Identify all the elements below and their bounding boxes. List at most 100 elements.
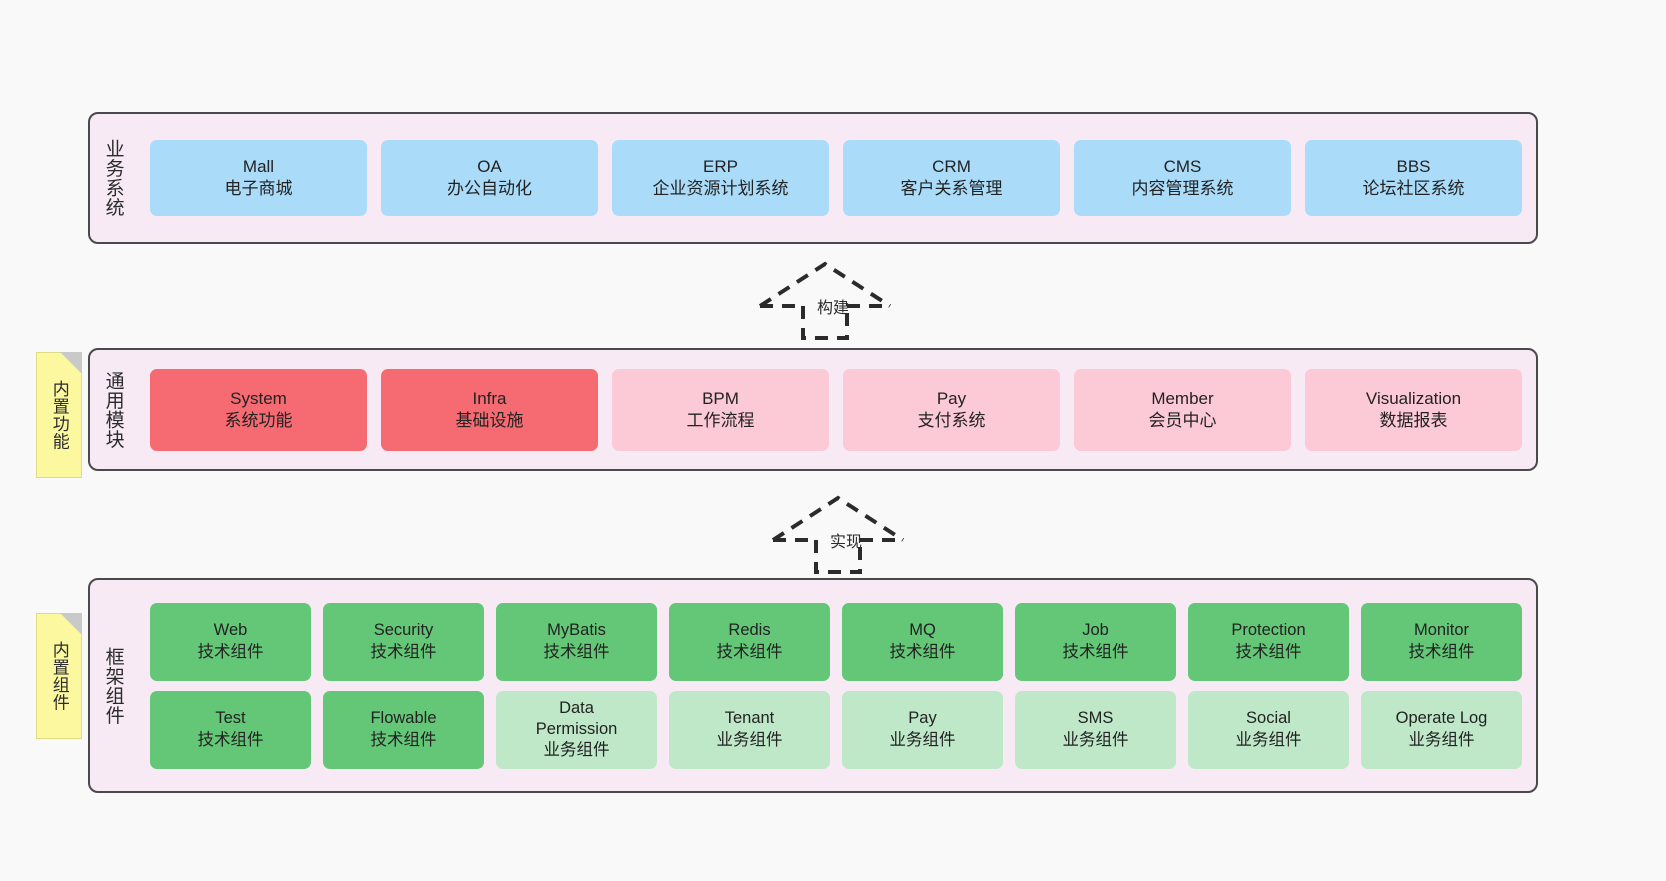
node-pay-component[interactable]: Pay 业务组件	[842, 690, 1003, 769]
node-visualization[interactable]: Visualization 数据报表	[1305, 368, 1522, 451]
node-title: Infra	[472, 388, 507, 408]
node-title: Test	[215, 709, 246, 728]
node-subtitle: 工作流程	[686, 410, 755, 430]
arrow-label-implement: 实现	[830, 534, 863, 551]
node-pay[interactable]: Pay 支付系统	[843, 368, 1060, 451]
node-subtitle: 技术组件	[1235, 642, 1302, 661]
layer-title-business-systems: 业务系统	[102, 139, 124, 217]
node-mybatis[interactable]: MyBatis 技术组件	[496, 602, 657, 681]
arrow-head-outline	[771, 495, 905, 542]
node-subtitle: 企业资源计划系统	[652, 179, 789, 198]
node-subtitle: 电子商城	[224, 179, 293, 198]
node-title: Pay	[936, 388, 967, 408]
node-subtitle: 客户关系管理	[900, 179, 1003, 198]
node-subtitle: 数据报表	[1379, 410, 1448, 430]
node-title: Member	[1151, 388, 1214, 408]
node-subtitle: 技术组件	[370, 730, 437, 749]
node-title: BBS	[1396, 157, 1431, 177]
node-row: Mall 电子商城 OA 办公自动化 ERP 企业资源计划系统 CRM 客户关系…	[150, 140, 1522, 216]
node-subtitle: 内容管理系统	[1131, 179, 1234, 198]
node-subtitle: 业务组件	[716, 730, 783, 749]
node-subtitle: 系统功能	[224, 410, 293, 430]
node-subtitle: 业务组件	[1235, 730, 1302, 749]
node-title: Pay	[908, 709, 937, 728]
sticky-note-text: 内置功能	[49, 380, 69, 450]
node-job[interactable]: Job 技术组件	[1015, 602, 1176, 681]
node-title: CMS	[1163, 157, 1202, 177]
node-infra[interactable]: Infra 基础设施	[381, 368, 598, 451]
node-member[interactable]: Member 会员中心	[1074, 368, 1291, 451]
node-title: SMS	[1077, 709, 1114, 728]
node-title: CRM	[932, 157, 971, 177]
node-subtitle: 技术组件	[889, 642, 956, 661]
layer-body-common-modules: System 系统功能 Infra 基础设施 BPM 工作流程 Pay 支付系统…	[136, 350, 1536, 469]
node-tenant[interactable]: Tenant 业务组件	[669, 690, 830, 769]
node-operate-log[interactable]: Operate Log 业务组件	[1361, 690, 1522, 769]
implement-arrow: 实现	[768, 492, 918, 576]
node-title: Operate Log	[1395, 709, 1488, 728]
node-flowable[interactable]: Flowable 技术组件	[323, 690, 484, 769]
arrow-head-outline	[758, 261, 892, 308]
node-title: Tenant	[724, 709, 775, 728]
sticky-note-builtin-features: 内置功能	[36, 352, 82, 478]
node-title: Mall	[242, 157, 275, 177]
node-mq[interactable]: MQ 技术组件	[842, 602, 1003, 681]
node-subtitle: 技术组件	[1062, 642, 1129, 661]
node-subtitle: 基础设施	[455, 410, 524, 430]
node-subtitle: 支付系统	[917, 410, 986, 430]
node-row-biz: Test 技术组件 Flowable 技术组件 Data Permission …	[150, 690, 1522, 769]
layer-title-framework-components: 框架组件	[102, 646, 124, 725]
node-title: Monitor	[1413, 621, 1470, 640]
sticky-note-builtin-components: 内置组件	[36, 613, 82, 739]
node-title: MyBatis	[547, 621, 606, 640]
node-title: Security	[373, 621, 434, 640]
layer-title-common-modules: 通用模块	[102, 370, 124, 449]
node-system[interactable]: System 系统功能	[150, 368, 367, 451]
node-title: Social	[1246, 709, 1291, 728]
layer-framework-components: 框架组件 Web 技术组件 Security 技术组件 MyBatis 技术组件…	[88, 578, 1538, 793]
node-title: Web	[213, 621, 248, 640]
node-row: System 系统功能 Infra 基础设施 BPM 工作流程 Pay 支付系统…	[150, 368, 1522, 451]
node-title: ERP	[703, 157, 738, 177]
layer-body-framework-components: Web 技术组件 Security 技术组件 MyBatis 技术组件 Redi…	[136, 580, 1536, 791]
node-subtitle: 技术组件	[197, 642, 264, 661]
node-monitor[interactable]: Monitor 技术组件	[1361, 602, 1522, 681]
arrow-label-build: 构建	[817, 300, 850, 317]
node-title: Redis	[728, 621, 771, 640]
node-crm[interactable]: CRM 客户关系管理	[843, 140, 1060, 216]
sticky-note-text: 内置组件	[49, 641, 69, 711]
node-test[interactable]: Test 技术组件	[150, 690, 311, 769]
node-title: Data Permission	[535, 698, 618, 738]
node-title: OA	[477, 157, 502, 177]
node-bpm[interactable]: BPM 工作流程	[612, 368, 829, 451]
node-subtitle: 技术组件	[543, 642, 610, 661]
node-web[interactable]: Web 技术组件	[150, 602, 311, 681]
layer-common-modules: 通用模块 System 系统功能 Infra 基础设施 BPM 工作流程 Pay…	[88, 348, 1538, 471]
node-oa[interactable]: OA 办公自动化	[381, 140, 598, 216]
node-social[interactable]: Social 业务组件	[1188, 690, 1349, 769]
node-cms[interactable]: CMS 内容管理系统	[1074, 140, 1291, 216]
node-bbs[interactable]: BBS 论坛社区系统	[1305, 140, 1522, 216]
node-subtitle: 技术组件	[1408, 642, 1475, 661]
node-subtitle: 业务组件	[1062, 730, 1129, 749]
node-title: MQ	[909, 621, 936, 640]
node-protection[interactable]: Protection 技术组件	[1188, 602, 1349, 681]
node-title: Visualization	[1365, 388, 1462, 408]
build-arrow: 构建	[755, 258, 905, 342]
node-data-permission[interactable]: Data Permission 业务组件	[496, 690, 657, 769]
node-security[interactable]: Security 技术组件	[323, 602, 484, 681]
layer-body-business-systems: Mall 电子商城 OA 办公自动化 ERP 企业资源计划系统 CRM 客户关系…	[136, 114, 1536, 242]
node-redis[interactable]: Redis 技术组件	[669, 602, 830, 681]
node-subtitle: 论坛社区系统	[1362, 179, 1465, 198]
node-title: System	[230, 388, 287, 408]
node-mall[interactable]: Mall 电子商城	[150, 140, 367, 216]
node-subtitle: 业务组件	[1408, 730, 1475, 749]
node-erp[interactable]: ERP 企业资源计划系统	[612, 140, 829, 216]
node-sms[interactable]: SMS 业务组件	[1015, 690, 1176, 769]
node-title: Job	[1082, 621, 1109, 640]
layer-business-systems: 业务系统 Mall 电子商城 OA 办公自动化 ERP 企业资源计划系统 CRM…	[88, 112, 1538, 244]
node-row-tech: Web 技术组件 Security 技术组件 MyBatis 技术组件 Redi…	[150, 602, 1522, 681]
node-title: Protection	[1231, 621, 1306, 640]
node-subtitle: 技术组件	[197, 730, 264, 749]
